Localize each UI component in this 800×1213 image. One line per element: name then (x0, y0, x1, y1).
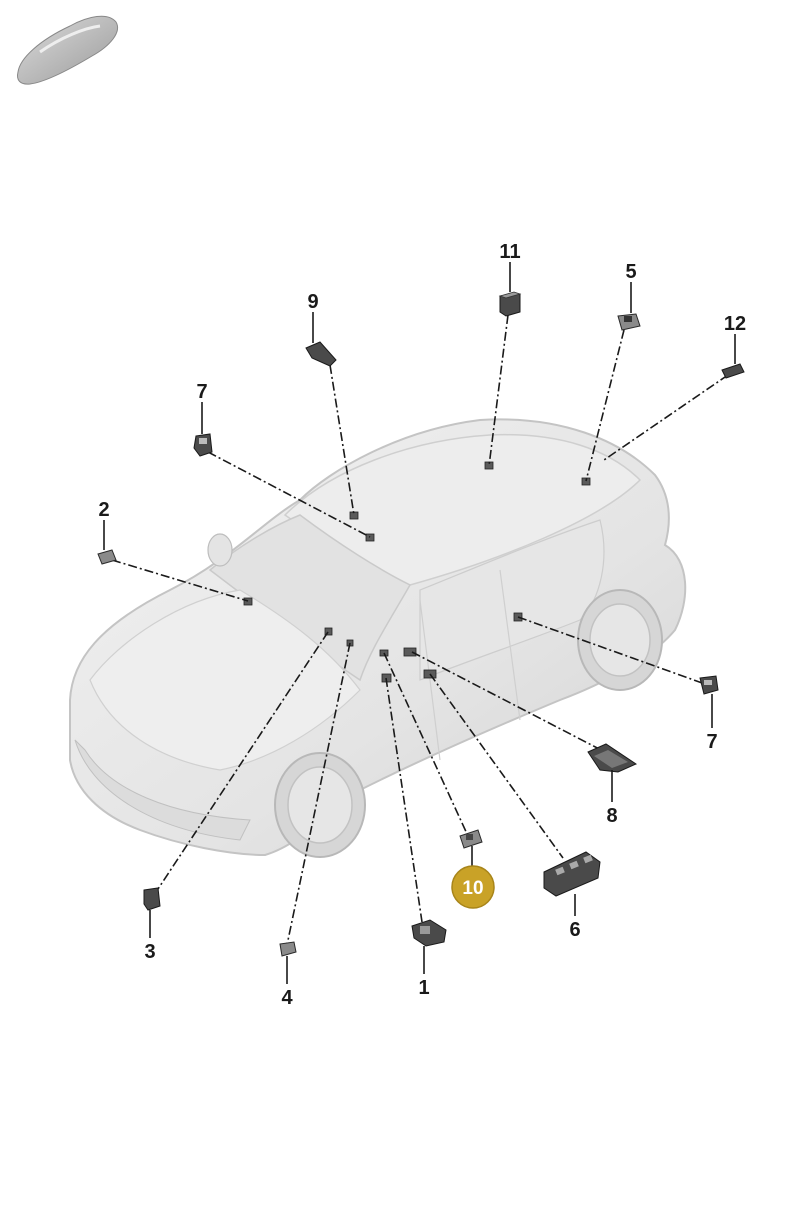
callout-8[interactable]: 8 (606, 805, 617, 827)
svg-text:11: 11 (499, 241, 520, 263)
part-1-switch-icon (411, 919, 447, 947)
callout-10-badge (451, 865, 495, 909)
part-12-switch-icon (721, 363, 745, 379)
callout-4[interactable]: 4 (281, 987, 293, 1009)
callout-7-lower[interactable]: 7 (706, 731, 717, 753)
svg-text:7: 7 (196, 381, 207, 403)
svg-text:7: 7 (706, 731, 717, 753)
part-10-switch-icon (459, 829, 483, 849)
svg-text:12: 12 (724, 313, 746, 335)
vehicle-silhouette (69, 418, 687, 858)
label-ticks (103, 262, 736, 984)
callout-7-upper[interactable]: 7 (196, 381, 207, 403)
callout-3[interactable]: 3 (144, 941, 155, 963)
part-9-module-icon (305, 341, 337, 367)
part-6-switch-panel-icon (543, 851, 601, 897)
part-5-switch-icon (617, 313, 641, 331)
part-7-lower-switch-icon (699, 675, 719, 695)
callout-5[interactable]: 5 (625, 261, 636, 283)
svg-text:6: 6 (569, 919, 580, 941)
part-8-panel-icon (587, 743, 638, 773)
part-2-switch-icon (97, 549, 117, 565)
callout-6[interactable]: 6 (569, 919, 580, 941)
svg-text:2: 2 (98, 499, 109, 521)
callout-9[interactable]: 9 (307, 291, 318, 313)
svg-text:4: 4 (281, 987, 293, 1009)
callout-1[interactable]: 1 (418, 977, 429, 999)
svg-text:10: 10 (462, 878, 483, 899)
part-11-switch-icon (498, 291, 522, 317)
vehicle-thumbnail-icon (17, 15, 118, 85)
svg-text:5: 5 (625, 261, 636, 283)
svg-text:1: 1 (418, 977, 429, 999)
svg-text:8: 8 (606, 805, 617, 827)
part-7-upper-switch-icon (193, 433, 213, 457)
callout-12[interactable]: 12 (724, 313, 746, 335)
part-4-switch-icon (279, 941, 297, 957)
svg-text:3: 3 (144, 941, 155, 963)
callout-11[interactable]: 11 (499, 241, 520, 263)
svg-text:9: 9 (307, 291, 318, 313)
leader-lines (111, 314, 729, 946)
callout-2[interactable]: 2 (98, 499, 109, 521)
part-3-switch-icon (143, 887, 161, 911)
callout-10-highlighted[interactable]: 10 (451, 865, 495, 909)
